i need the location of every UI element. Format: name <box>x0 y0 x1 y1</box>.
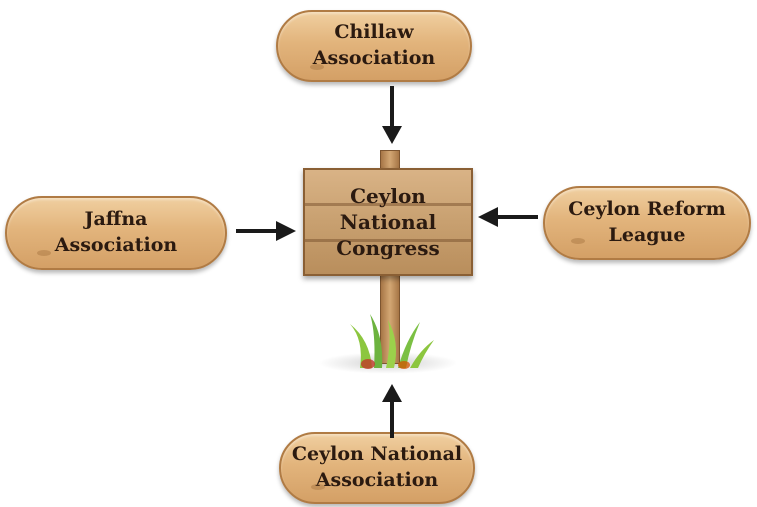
arrow-top-to-center <box>382 86 402 144</box>
grass-tuft-illustration <box>350 314 434 369</box>
arrow-left-to-center <box>236 221 296 241</box>
node-ceylon-reform-league: Ceylon Reform League <box>543 186 751 260</box>
node-jaffna-association: Jaffna Association <box>5 196 227 270</box>
node-label-line1: Chillaw <box>334 21 414 44</box>
node-label-line2: Association <box>54 234 178 256</box>
center-label-line1: Ceylon <box>350 184 426 208</box>
arrow-bottom-to-center <box>382 384 402 438</box>
center-node-ceylon-national-congress: Ceylon National Congress <box>303 168 473 276</box>
center-label-line2: National <box>339 210 437 234</box>
wood-knot-decoration <box>571 238 585 244</box>
node-chillaw-association: Chillaw Association <box>276 10 472 82</box>
arrow-right-to-center <box>478 207 538 227</box>
center-label-line3: Congress <box>336 236 440 260</box>
wood-knot-decoration <box>310 64 324 70</box>
node-label-line1: Ceylon National <box>291 443 463 466</box>
wood-knot-decoration <box>37 250 51 256</box>
node-label-line1: Ceylon Reform <box>568 198 726 221</box>
node-ceylon-national-association: Ceylon National Association <box>279 432 475 504</box>
node-label-line2: Association <box>312 47 436 69</box>
wood-knot-decoration <box>311 484 325 490</box>
node-label-line1: Jaffna <box>84 208 148 231</box>
node-label-line2: League <box>608 224 686 246</box>
node-label-line2: Association <box>315 469 439 491</box>
